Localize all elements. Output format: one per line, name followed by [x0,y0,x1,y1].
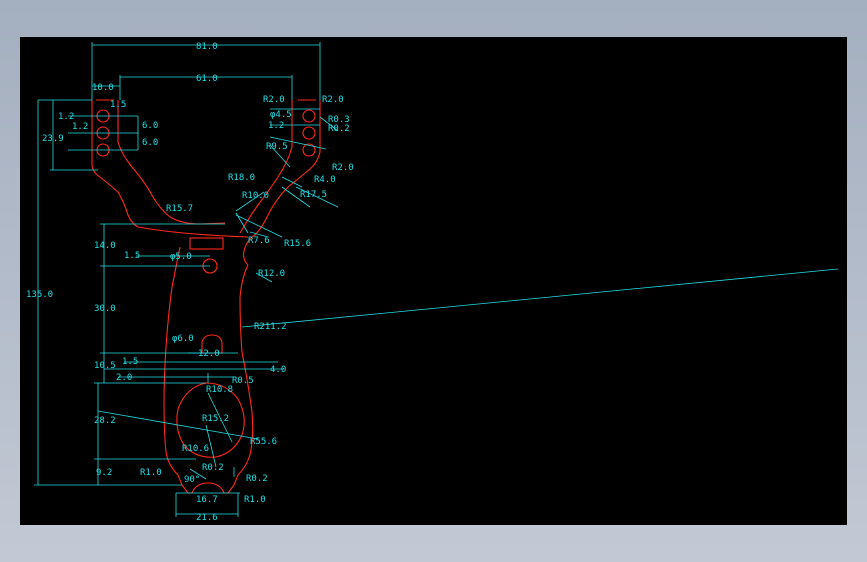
dim-r9-5: R9.5 [266,142,288,152]
dim-r0-2-c: R0.2 [246,474,268,484]
dim-r2-0-c: R2.0 [332,163,354,173]
dim-1-5-low: 1.5 [122,357,138,367]
dim-r0-5: R0.5 [232,376,254,386]
dim-angle-90: 90° [184,475,200,485]
dim-1-2-b: 1.2 [72,122,88,132]
part-outline [91,99,321,494]
dim-r0-2-b: R0.2 [202,463,224,473]
outline-left-inner [117,100,226,225]
dim-width-4: 4.0 [270,365,286,375]
dim-1-2-a: 1.2 [58,112,74,122]
dim-1-5-top: 1.5 [110,100,126,110]
outline-handle-left [163,246,183,486]
dimension-labels: 81.0 61.0 10.0 1.5 1.2 1.2 23.9 6.0 6.0 … [26,42,354,523]
dim-width-61: 61.0 [196,74,218,84]
dim-width-10: 10.0 [92,83,114,93]
dim-r15-7: R15.7 [166,204,193,214]
dim-dia-4-5: φ4.5 [270,110,292,120]
dim-height-23-9: 23.9 [42,134,64,144]
dim-r10-0: R10.0 [242,191,269,201]
slingshot-drawing: 81.0 61.0 10.0 1.5 1.2 1.2 23.9 6.0 6.0 … [26,42,839,523]
dim-r4-0: R4.0 [314,175,336,185]
dim-r55-6: R55.6 [250,437,277,447]
hole-right-1 [302,109,316,123]
dim-r18-0: R18.0 [228,173,255,183]
dim-r12-0: R12.0 [258,269,285,279]
drawing-canvas[interactable]: 81.0 61.0 10.0 1.5 1.2 1.2 23.9 6.0 6.0 … [20,37,847,525]
dim-width-2: 2.0 [116,373,132,383]
dim-r7-6: R7.6 [248,236,270,246]
dim-1-2-c: 1.2 [268,121,284,131]
dim-r10-8: R10.8 [206,385,233,395]
dim-r2-0-b: R2.0 [322,95,344,105]
dim-width-21-6: 21.6 [196,513,218,523]
dim-r15-6: R15.6 [284,239,311,249]
outline-oval-slot [176,382,245,458]
dim-dia-6-0: φ6.0 [172,334,194,344]
dim-width-16-7: 16.7 [196,495,218,505]
dim-r0-2-a: R0.2 [328,124,350,134]
dim-dia-5-0: φ5.0 [170,252,192,262]
dim-height-135: 135.0 [26,290,53,300]
dim-hole-spacing-a: 6.0 [142,121,158,131]
outline-bottom [181,482,235,494]
dim-1-5-mid: 1.5 [124,251,140,261]
outline-handle-right [233,264,254,486]
outline-right-inner [239,100,293,234]
dim-r211-2: R211.2 [254,322,287,332]
dim-height-10-5: 10.5 [94,361,116,371]
hole-right-3 [302,143,316,157]
dim-r2-0-a: R2.0 [263,95,285,105]
dim-height-9-2: 9.2 [96,468,112,478]
dim-r17-5: R17.5 [300,190,327,200]
logo-rectangle [189,237,224,250]
dim-r1-0-b: R1.0 [244,495,266,505]
dim-hole-spacing-b: 6.0 [142,138,158,148]
dimension-lines [34,42,839,517]
hole-right-2 [302,126,316,140]
dim-width-12: 12.0 [198,349,220,359]
outline-left-fork [91,100,249,238]
dim-r15-2: R15.2 [202,414,229,424]
dim-height-30: 30.0 [94,304,116,314]
dim-r1-0-a: R1.0 [140,468,162,478]
dim-r10-6: R10.6 [182,444,209,454]
lanyard-hole [201,334,223,354]
outline-right-fork [242,100,321,266]
dim-width-81: 81.0 [196,42,218,52]
dim-r0-3: R0.3 [328,115,350,125]
dim-height-14: 14.0 [94,241,116,251]
dim-height-28-2: 28.2 [94,416,116,426]
